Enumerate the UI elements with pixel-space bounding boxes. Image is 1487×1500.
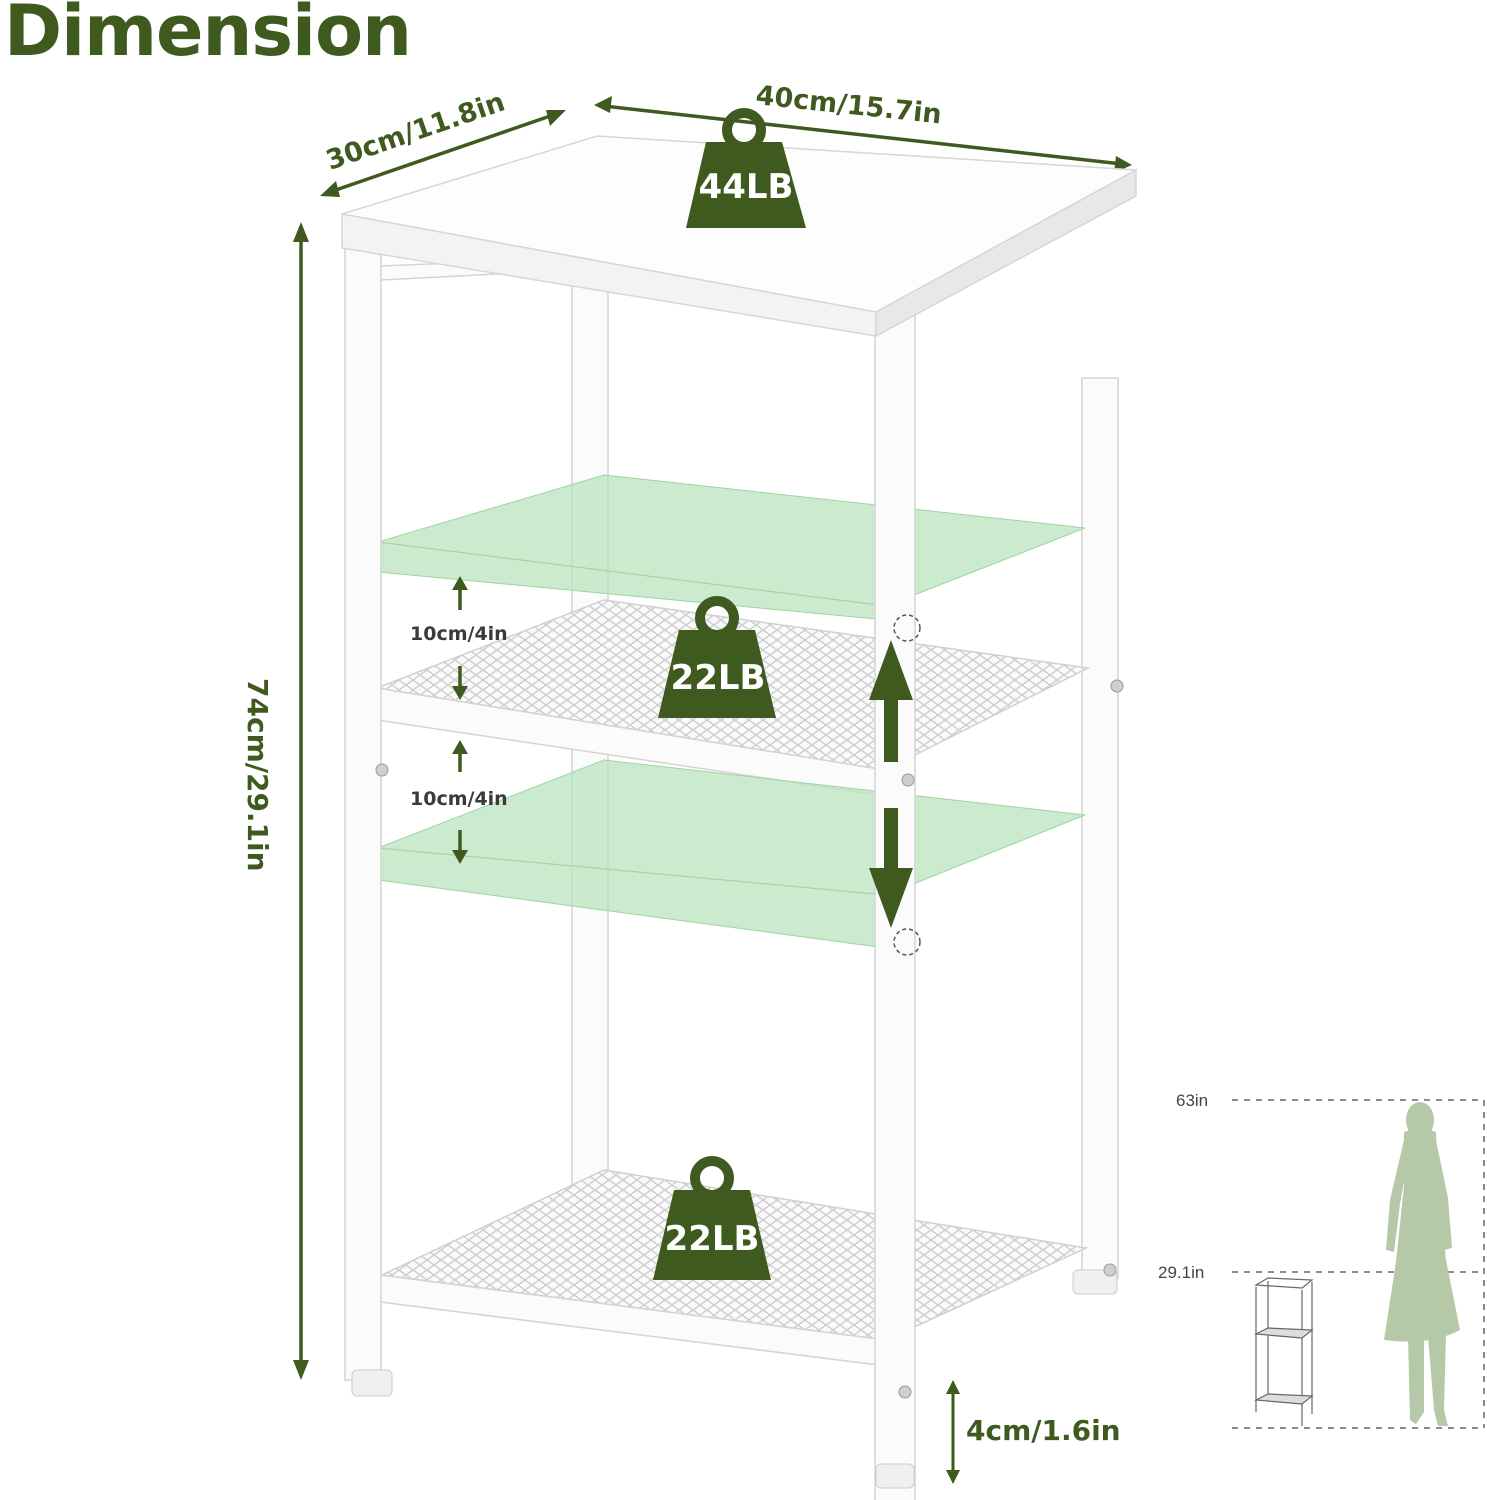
- gap-upper-down-arrow: [452, 666, 468, 700]
- adjust-hole-marker: [893, 928, 921, 956]
- gap-lower-down-arrow: [452, 830, 468, 864]
- screw: [901, 773, 915, 787]
- depth-dimension-arrow: [320, 110, 566, 197]
- height-label: 74cm/29.1in: [241, 678, 274, 872]
- front-left-foot: [351, 1369, 393, 1397]
- lower-gap-label: 10cm/4in: [410, 788, 508, 810]
- person-silhouette-icon: [1384, 1102, 1460, 1426]
- bottom-capacity-label: 22LB: [665, 1219, 760, 1259]
- height-dimension-arrow: [293, 222, 309, 1380]
- front-right-foot-pad: [875, 1463, 915, 1489]
- front-right-leg: [874, 311, 916, 1500]
- person-height-label: 63in: [1176, 1091, 1208, 1110]
- mini-shelf-icon: [1253, 1277, 1314, 1426]
- back-right-leg: [1081, 377, 1119, 1279]
- middle-capacity-label: 22LB: [671, 658, 766, 698]
- gap-lower-up-arrow: [452, 740, 468, 772]
- front-left-leg: [344, 247, 382, 1381]
- leg-clearance-arrow: [946, 1380, 960, 1484]
- shelf-height-label: 29.1in: [1158, 1263, 1204, 1282]
- screw: [1110, 679, 1124, 693]
- width-label: 40cm/15.7in: [754, 80, 943, 130]
- gap-upper-up-arrow: [452, 576, 468, 610]
- middle-weight-icon: [658, 596, 776, 718]
- page-title: Dimension: [4, 0, 412, 72]
- upper-gap-label: 10cm/4in: [410, 623, 508, 645]
- screw: [1103, 1263, 1117, 1277]
- top-weight-icon: [686, 108, 806, 228]
- leg-clearance-label: 4cm/1.6in: [966, 1414, 1121, 1447]
- adjust-down-arrow: [869, 808, 913, 928]
- adjust-hole-marker: [893, 614, 921, 642]
- back-right-foot: [1072, 1269, 1118, 1295]
- bottom-weight-icon: [653, 1156, 771, 1280]
- screw: [898, 1385, 912, 1399]
- scale-comparison: 63in 29.1in: [1158, 1091, 1485, 1429]
- screw: [375, 763, 389, 777]
- top-capacity-label: 44LB: [699, 167, 794, 207]
- tabletop-side-edge: [875, 168, 1137, 338]
- back-left-leg: [571, 277, 609, 1239]
- adjust-up-arrow: [869, 640, 913, 762]
